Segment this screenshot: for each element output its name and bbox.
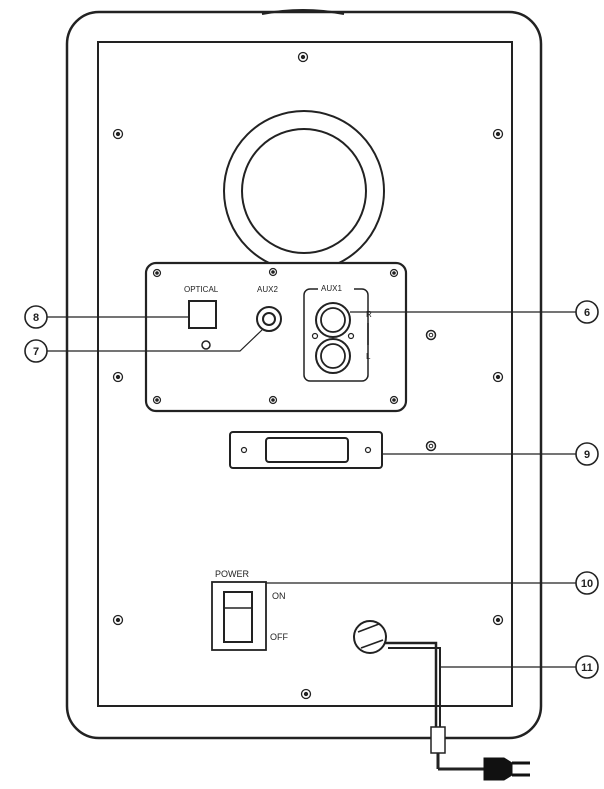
bracket-screw-right [364, 446, 372, 454]
screw [492, 614, 504, 626]
mount-bracket-slot [265, 437, 349, 463]
screw [152, 395, 162, 405]
power-plug-icon [438, 757, 530, 781]
grommet-slash-1 [357, 623, 380, 633]
screw [112, 371, 124, 383]
callout-7-label: 7 [33, 346, 39, 358]
power-cord [384, 641, 438, 727]
callout-10-label: 10 [581, 578, 593, 590]
leader-7 [47, 329, 263, 352]
callout-8-label: 8 [33, 312, 39, 324]
aux1-l-label: L [366, 352, 371, 361]
plate-screws [152, 267, 399, 405]
callout-6: 6 [575, 300, 599, 324]
screw [152, 268, 162, 278]
aux2-jack-inner [262, 312, 276, 326]
screw [297, 51, 309, 63]
aux1-label: AUX1 [321, 284, 342, 293]
panel-screws [112, 51, 504, 700]
optical-label: OPTICAL [184, 285, 219, 294]
callout-11: 11 [575, 655, 599, 679]
callout-10: 10 [575, 571, 599, 595]
bass-port-inner [241, 128, 367, 254]
screw [268, 267, 278, 277]
callout-9: 9 [575, 442, 599, 466]
grommet-slash-2 [360, 639, 384, 649]
power-off-label: OFF [270, 632, 288, 642]
cabinet-top-bump [261, 9, 345, 15]
screw [492, 371, 504, 383]
screw [389, 395, 399, 405]
aux1-l-jack [315, 338, 351, 374]
power-cord-2 [388, 647, 441, 727]
callout-9-label: 9 [584, 449, 590, 461]
screw [389, 268, 399, 278]
screw [268, 395, 278, 405]
callout-6-label: 6 [584, 307, 590, 319]
vent-hole [425, 329, 437, 341]
aux1-r-jack [311, 302, 355, 340]
callout-leaders [47, 311, 576, 668]
bracket-screw-left [240, 446, 248, 454]
cord-exit [430, 726, 446, 754]
callout-8: 8 [24, 305, 48, 329]
aux1-label-gap [318, 283, 354, 293]
screw [112, 614, 124, 626]
callout-11-label: 11 [581, 662, 593, 674]
vent-hole [425, 440, 437, 452]
screw [112, 128, 124, 140]
power-title: POWER [215, 569, 250, 579]
optical-input-port [188, 300, 217, 329]
screw [492, 128, 504, 140]
aux1-r-label: R [366, 310, 372, 319]
cable-grommet [353, 620, 387, 654]
optical-indicator-led [201, 340, 211, 350]
callout-7: 7 [24, 339, 48, 363]
aux2-label: AUX2 [257, 285, 278, 294]
screw [300, 688, 312, 700]
power-on-label: ON [272, 591, 286, 601]
power-switch-rocker [223, 591, 253, 643]
